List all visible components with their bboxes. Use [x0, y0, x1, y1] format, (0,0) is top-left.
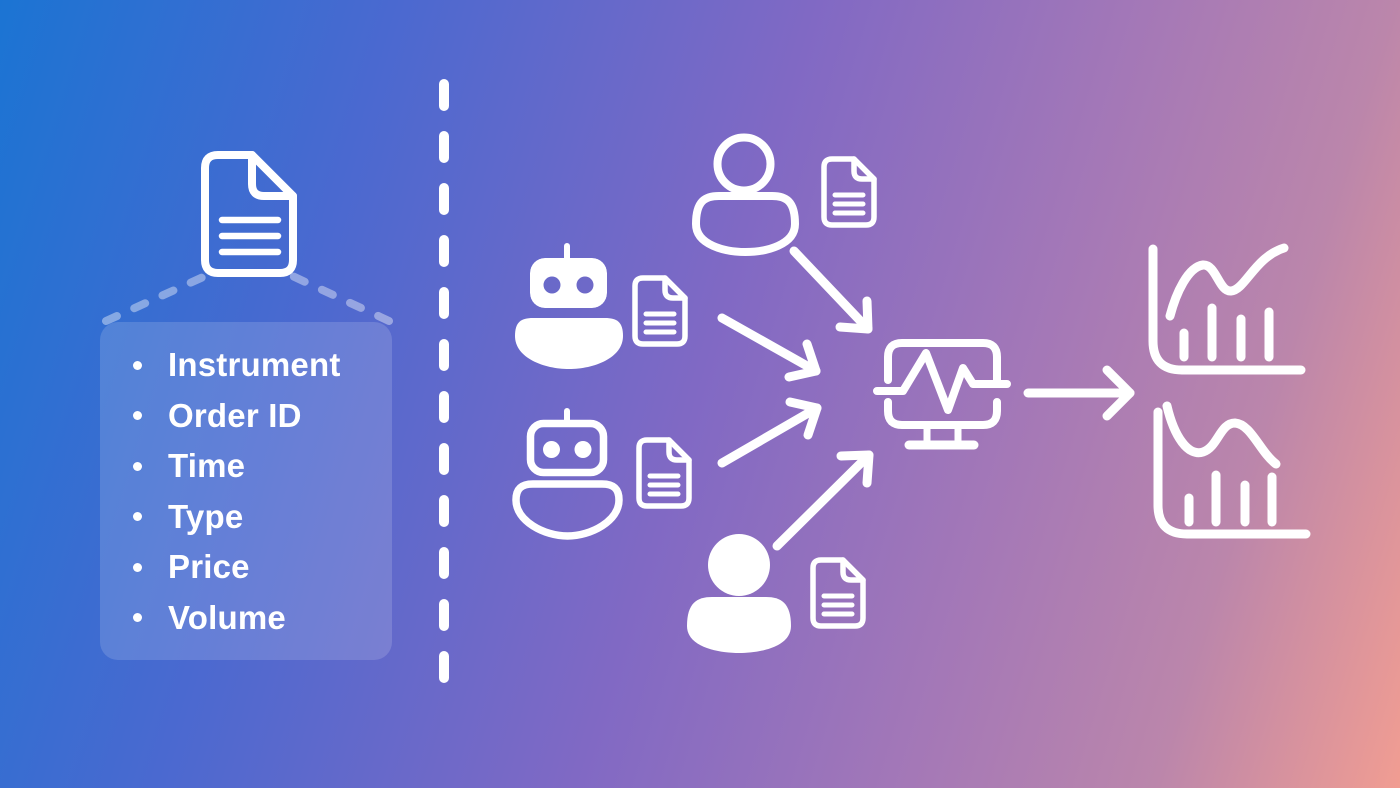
bullet-icon: [133, 360, 142, 370]
trade-fields-list: Instrument Order ID Time Type Price Volu…: [100, 322, 392, 643]
document-icon: [813, 560, 863, 626]
list-item: Instrument: [133, 340, 392, 391]
field-label: Price: [168, 548, 250, 586]
list-item: Type: [133, 492, 392, 543]
list-item: Volume: [133, 593, 392, 644]
document-icon: [824, 159, 874, 225]
flow-arrows: [717, 246, 874, 551]
bullet-icon: [133, 512, 142, 522]
arrow-icon: [1023, 365, 1135, 421]
list-item: Order ID: [133, 391, 392, 442]
document-icon: [639, 440, 689, 506]
arrow-icon: [789, 246, 873, 334]
arrow-icon: [717, 397, 822, 468]
arrow-icon: [772, 450, 874, 551]
trade-fields-card: Instrument Order ID Time Type Price Volu…: [100, 322, 392, 660]
bullet-icon: [133, 461, 142, 471]
list-item: Price: [133, 542, 392, 593]
document-icon: [635, 278, 685, 344]
robot-outline-icon: [512, 408, 623, 540]
field-label: Volume: [168, 598, 286, 636]
line-and-bar-chart-icon: [1148, 243, 1306, 375]
list-item: Time: [133, 441, 392, 492]
person-outline-icon: [691, 133, 800, 257]
monitor-pulse-icon: [873, 339, 1011, 450]
bullet-icon: [133, 411, 142, 421]
document-icon: [201, 151, 297, 277]
line-and-bar-chart-icon: [1153, 401, 1311, 539]
bullet-icon: [133, 562, 142, 572]
person-filled-icon: [687, 534, 791, 653]
bullet-icon: [133, 613, 142, 623]
robot-filled-icon: [515, 243, 623, 369]
arrow-icon: [717, 313, 821, 382]
connector-dashed-lines: [102, 269, 393, 325]
field-label: Instrument: [168, 346, 341, 384]
field-label: Order ID: [168, 396, 302, 434]
field-label: Type: [168, 497, 244, 535]
field-label: Time: [168, 447, 246, 485]
